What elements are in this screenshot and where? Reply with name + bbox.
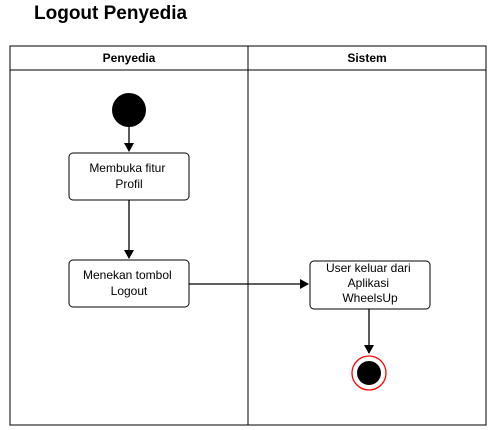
initial-node (112, 93, 146, 127)
action-open-profile-line-2: Profil (115, 177, 142, 191)
action-press-logout-line-1: Menekan tombol (83, 268, 172, 282)
action-press-logout-line-2: Logout (111, 284, 148, 298)
final-node (351, 355, 387, 391)
svg-text:User keluar dari Aplikas: User keluar dari Aplikasi WheelsUp (326, 261, 414, 305)
action-open-profile: Membuka fitur Profil (68, 152, 190, 201)
swimlane-frame (9, 45, 487, 426)
svg-text:Menekan tombol Logout: Menekan tombol Logout (83, 268, 175, 298)
action-open-profile-line-1: Membuka fitur (89, 161, 165, 175)
diagram-title: Logout Penyedia (34, 3, 188, 24)
lane-header-penyedia: Penyedia (103, 51, 156, 65)
action-press-logout: Menekan tombol Logout (68, 259, 190, 308)
lane-header-sistem: Sistem (347, 51, 386, 65)
action-user-exit-line-1: User keluar dari (326, 261, 411, 275)
action-user-exit: User keluar dari Aplikasi WheelsUp (309, 260, 431, 310)
svg-text:Membuka fitur Profil: Membuka fitur Profil (89, 161, 168, 191)
action-user-exit-line-3: WheelsUp (342, 291, 398, 305)
action-user-exit-line-2: Aplikasi (348, 276, 389, 290)
